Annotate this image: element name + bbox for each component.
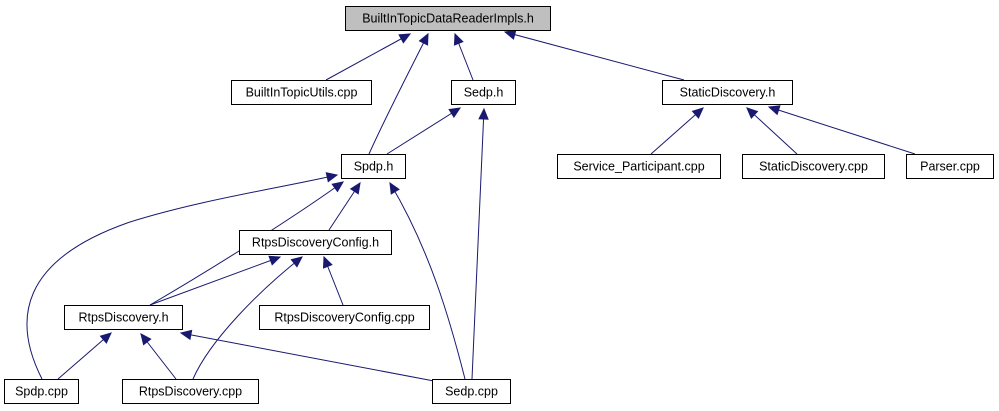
node-box <box>451 80 516 105</box>
node-label: StaticDiscovery.h <box>680 86 776 100</box>
arrow-head <box>418 32 429 46</box>
edge-line <box>368 33 429 155</box>
node-box <box>231 80 372 105</box>
node-label: BuiltInTopicUtils.cpp <box>246 86 358 100</box>
node-rtps-discovery-config-cpp[interactable]: RtpsDiscoveryConfig.cpp <box>259 305 430 330</box>
edge-sedp-cpp-to-spdp-h <box>389 181 466 380</box>
edge-sedp-cpp-to-rtps-discovery-h <box>179 329 435 382</box>
node-static-discovery-h[interactable]: StaticDiscovery.h <box>662 80 793 105</box>
edge-line <box>504 31 685 81</box>
node-label: Parser.cpp <box>920 160 980 174</box>
node-label: Sedp.h <box>464 86 504 100</box>
arrow-head <box>331 181 344 193</box>
edge-line <box>386 107 461 155</box>
node-rtps-discovery-config-h[interactable]: RtpsDiscoveryConfig.h <box>239 230 392 255</box>
node-box <box>345 6 551 31</box>
edge-rtps-discovery-cpp-to-rtps-discovery-config-h <box>192 256 303 380</box>
node-rtps-discovery-cpp[interactable]: RtpsDiscovery.cpp <box>122 379 259 404</box>
node-box <box>239 230 392 255</box>
node-box <box>906 154 994 179</box>
edge-static-discovery-cpp-to-static-discovery-h <box>746 107 798 155</box>
node-label: Service_Participant.cpp <box>573 160 704 174</box>
edge-spdp-cpp-to-spdp-h <box>26 172 339 380</box>
edge-sedp-cpp-to-sedp-h <box>471 107 489 380</box>
node-rtps-discovery-h[interactable]: RtpsDiscovery.h <box>64 305 183 330</box>
node-label: RtpsDiscoveryConfig.h <box>252 236 379 250</box>
node-box <box>122 379 259 404</box>
edge-line <box>26 174 338 380</box>
edge-line <box>149 256 281 306</box>
node-parser-cpp[interactable]: Parser.cpp <box>906 154 994 179</box>
node-spdp-h[interactable]: Spdp.h <box>341 154 406 179</box>
node-spdp-cpp[interactable]: Spdp.cpp <box>4 379 79 404</box>
arrow-head <box>179 329 193 341</box>
edge-spdp-cpp-to-rtps-discovery-h <box>57 332 112 380</box>
edge-service-participant-cpp-to-static-discovery-h <box>650 107 704 155</box>
edge-spdp-h-to-builtin-impls-h <box>368 32 429 155</box>
node-label: RtpsDiscovery.h <box>78 311 168 325</box>
arrow-head <box>448 107 462 119</box>
edge-line <box>325 33 411 81</box>
arrow-head <box>691 107 704 119</box>
edges <box>26 29 916 382</box>
edge-line <box>57 332 112 380</box>
arrow-head <box>453 32 464 46</box>
arrow-head <box>325 172 339 183</box>
arrow-head <box>290 256 303 268</box>
edge-line <box>650 107 704 155</box>
arrow-head <box>322 255 333 269</box>
node-label: RtpsDiscoveryConfig.cpp <box>274 311 414 325</box>
edge-rtps-discovery-config-cpp-to-rtps-discovery-config-h <box>322 255 344 306</box>
arrow-head <box>349 181 361 195</box>
node-box <box>64 305 183 330</box>
edge-static-discovery-h-to-builtin-impls-h <box>503 29 685 81</box>
node-static-discovery-cpp[interactable]: StaticDiscovery.cpp <box>742 154 885 179</box>
edge-builtin-utils-cpp-to-builtin-impls-h <box>325 33 412 81</box>
node-label: BuiltInTopicDataReaderImpls.h <box>362 12 534 26</box>
edge-line <box>192 256 303 380</box>
edge-line <box>180 332 435 382</box>
node-box <box>662 80 793 105</box>
arrow-head <box>389 181 400 195</box>
node-label: Spdp.cpp <box>15 385 68 399</box>
node-box <box>341 154 406 179</box>
edge-line <box>768 106 916 155</box>
node-label: Spdp.h <box>354 160 394 174</box>
edge-sedp-h-to-builtin-impls-h <box>453 32 474 81</box>
node-box <box>4 379 79 404</box>
node-service-participant-cpp[interactable]: Service_Participant.cpp <box>557 154 721 179</box>
arrow-head <box>746 107 759 119</box>
arrow-head <box>268 255 282 266</box>
edge-line <box>471 108 485 380</box>
edge-line <box>746 107 798 155</box>
edge-rtps-discovery-cpp-to-rtps-discovery-h <box>140 333 177 380</box>
node-box <box>259 305 430 330</box>
arrow-head <box>478 107 489 120</box>
arrow-head <box>398 33 412 44</box>
edge-rtps-discovery-h-to-rtps-discovery-config-h <box>149 255 282 306</box>
node-builtin-utils-cpp[interactable]: BuiltInTopicUtils.cpp <box>231 80 372 105</box>
edge-spdp-h-to-sedp-h <box>386 107 462 155</box>
edge-parser-cpp-to-static-discovery-h <box>767 105 916 155</box>
arrow-head <box>767 105 781 116</box>
node-box <box>557 154 721 179</box>
node-box <box>432 379 511 404</box>
node-box <box>742 154 885 179</box>
node-label: StaticDiscovery.cpp <box>759 160 868 174</box>
node-label: RtpsDiscovery.cpp <box>139 385 242 399</box>
arrow-head <box>503 29 517 40</box>
edge-line <box>389 182 466 380</box>
node-builtin-impls-h[interactable]: BuiltInTopicDataReaderImpls.h <box>345 6 551 31</box>
arrow-head <box>140 333 152 346</box>
edge-rtps-discovery-config-h-to-spdp-h <box>328 181 361 231</box>
node-label: Sedp.cpp <box>445 385 498 399</box>
nodes: BuiltInTopicDataReaderImpls.hBuiltInTopi… <box>4 6 994 404</box>
node-sedp-h[interactable]: Sedp.h <box>451 80 516 105</box>
arrow-head <box>99 332 112 344</box>
node-sedp-cpp[interactable]: Sedp.cpp <box>432 379 511 404</box>
